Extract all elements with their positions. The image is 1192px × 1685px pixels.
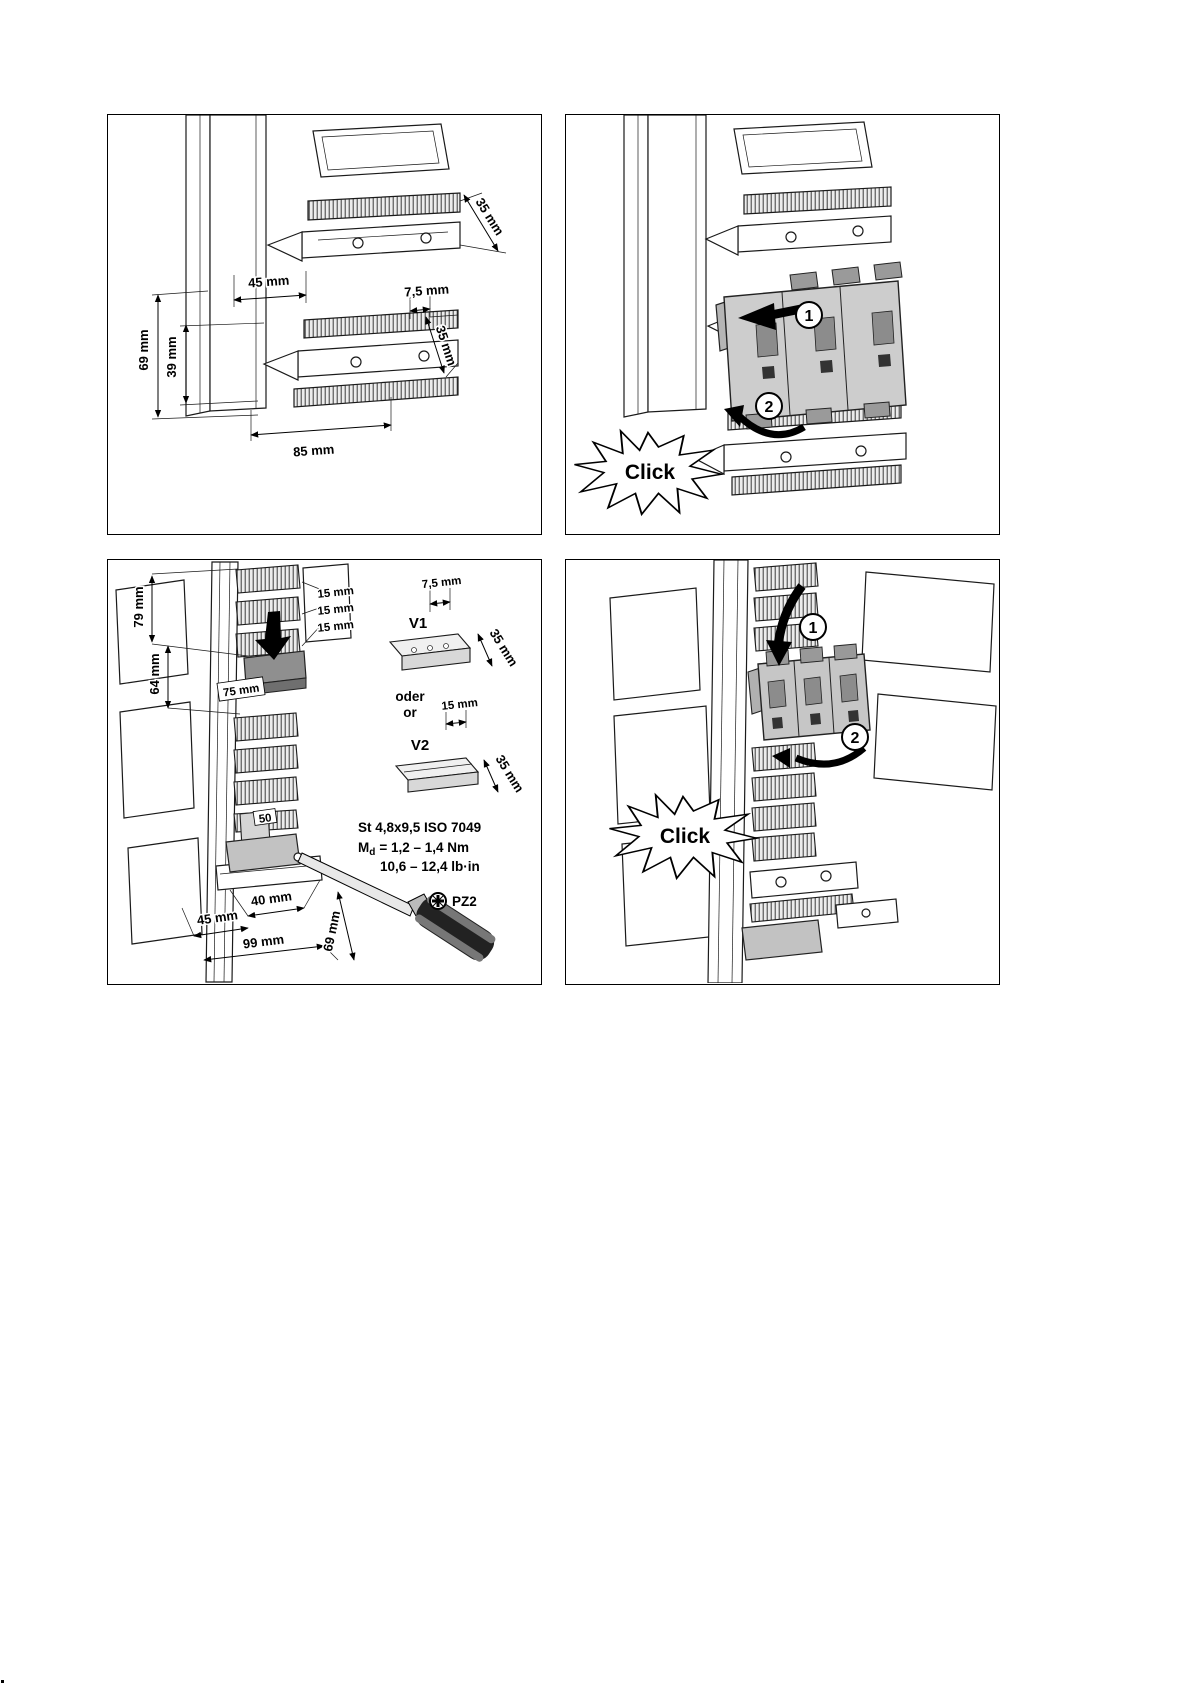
torque-lbin-label: 10,6 – 12,4 lb·in — [380, 859, 480, 874]
terminal-block — [235, 564, 301, 594]
dim-45mm-label: 45 mm — [196, 907, 239, 928]
rail-end-tab — [262, 350, 299, 381]
dim-45mm-label: 45 mm — [248, 273, 290, 291]
dimension-drawing: 45 mm 7,5 mm 69 mm 39 mm 35 mm — [135, 115, 509, 461]
figure-panel-dimensions: 45 mm 7,5 mm 69 mm 39 mm 35 mm — [107, 114, 542, 535]
or-label: or — [403, 705, 417, 720]
insert-arrow — [255, 611, 291, 660]
click-label: Click — [660, 825, 711, 848]
screw-type-label: St 4,8x9,5 ISO 7049 — [358, 820, 481, 835]
busbar-rail — [303, 309, 459, 339]
variant-v1-label: V1 — [409, 615, 427, 632]
dim-35mm-top-label: 35 mm — [473, 195, 508, 238]
oder-label: oder — [395, 689, 425, 704]
figure-panel-mounting: 79 mm 64 mm 15 mm 15 mm 15 mm 75 mm 50 7… — [107, 559, 542, 985]
step1-number: 1 — [805, 308, 814, 325]
support-profile — [707, 560, 749, 983]
click-label: Click — [625, 461, 676, 484]
step1-badge: 1 — [795, 301, 823, 329]
step1-badge: 1 — [799, 613, 827, 641]
carrier-rail — [737, 215, 892, 253]
side-panel — [861, 571, 995, 673]
terminal-block — [233, 744, 299, 774]
dim-15mm-v2-label: 15 mm — [441, 697, 478, 713]
pz2-label: PZ2 — [452, 894, 477, 909]
screwdriver — [297, 852, 496, 962]
rail-end-tab — [266, 231, 303, 262]
bracket-v1-front — [401, 647, 471, 671]
busbar-rail — [307, 192, 461, 221]
step1-number: 1 — [809, 620, 818, 637]
dim-35mm-v1-label: 35 mm — [487, 626, 522, 669]
mounting-foot — [741, 919, 823, 961]
dim-40mm-label: 40 mm — [250, 888, 293, 909]
step1-arrow — [766, 583, 806, 666]
terminal-block — [233, 712, 299, 742]
device-side-view — [185, 115, 461, 417]
mounting-drawing: 79 mm 64 mm 15 mm 15 mm 15 mm 75 mm 50 7… — [115, 561, 529, 983]
step2-badge: 2 — [755, 392, 783, 420]
fuse-terminal-component — [715, 261, 907, 430]
rail-end-tab — [704, 225, 739, 256]
busbar-rail — [293, 376, 459, 408]
dim-7-5mm-label: 7,5 mm — [404, 281, 450, 299]
left-dimensions: 79 mm 64 mm 15 mm 15 mm 15 mm 75 mm 50 — [130, 568, 356, 827]
side-panel — [119, 701, 195, 819]
dim-35mm-v2-label: 35 mm — [493, 752, 528, 795]
carrier-rail — [749, 861, 859, 899]
busbar-rail — [743, 186, 892, 215]
dim-69mm-label: 69 mm — [320, 909, 343, 952]
snap-profile-drawing: 1 2 Click — [609, 560, 997, 983]
fuse-terminal-component — [747, 643, 871, 741]
screw-spec-text: St 4,8x9,5 ISO 7049 Md= 1,2 – 1,4 Nm 10,… — [357, 819, 483, 876]
dim-39mm-label: 39 mm — [164, 336, 179, 377]
step2-badge: 2 — [841, 723, 869, 751]
step2-arrow — [724, 405, 806, 439]
side-panel — [873, 693, 997, 791]
rack-assembly — [609, 560, 997, 983]
dim-64mm-label: 64 mm — [147, 653, 162, 694]
click-callout — [609, 792, 761, 881]
terminal-block — [233, 776, 299, 806]
dim-15mm-2-label: 15 mm — [317, 602, 354, 618]
figure-panel-snap-profile: 1 2 Click — [565, 559, 1000, 985]
screwdriver-handle — [415, 896, 496, 962]
busbar-rail — [731, 464, 902, 496]
dim-7-5mm-label: 7,5 mm — [421, 575, 462, 591]
variant-v2-label: V2 — [411, 737, 429, 754]
dim-85mm-label: 85 mm — [293, 442, 335, 460]
mounting-foot — [225, 833, 301, 873]
dim-15mm-1-label: 15 mm — [317, 585, 354, 601]
snap-on-drawing: 1 2 Click — [574, 115, 907, 517]
terminal-block — [751, 832, 817, 862]
dim-99mm-label: 99 mm — [242, 932, 285, 952]
dim-79mm-label: 79 mm — [131, 586, 146, 627]
step2-number: 2 — [765, 399, 774, 416]
side-panel — [609, 587, 701, 701]
torque-label: Md= 1,2 – 1,4 Nm — [358, 840, 469, 858]
terminal-block — [751, 772, 817, 802]
terminal-block — [751, 802, 817, 832]
carrier-rail — [723, 432, 907, 472]
terminal-block — [235, 596, 301, 626]
screwdriver-shaft — [297, 852, 415, 917]
figure-panel-snap-on: 1 2 Click — [565, 114, 1000, 535]
click-callout — [574, 428, 726, 517]
dim-69mm-label: 69 mm — [136, 329, 151, 370]
side-panel — [302, 563, 352, 643]
dim-50-label: 50 — [258, 812, 272, 826]
carrier-rail — [301, 221, 461, 259]
device-side-view — [623, 115, 907, 496]
dim-15mm-3-label: 15 mm — [317, 619, 354, 635]
pz2-bit: PZ2 — [429, 892, 478, 911]
carrier-rail — [297, 339, 459, 378]
terminal-block — [753, 562, 819, 592]
step2-arrow — [772, 745, 867, 768]
bracket-v2-front — [407, 771, 479, 793]
step2-number: 2 — [851, 730, 860, 747]
page-artifact-dot — [1, 1680, 4, 1683]
bracket-variant-v1: 7,5 mm V1 35 mm — [388, 573, 523, 671]
